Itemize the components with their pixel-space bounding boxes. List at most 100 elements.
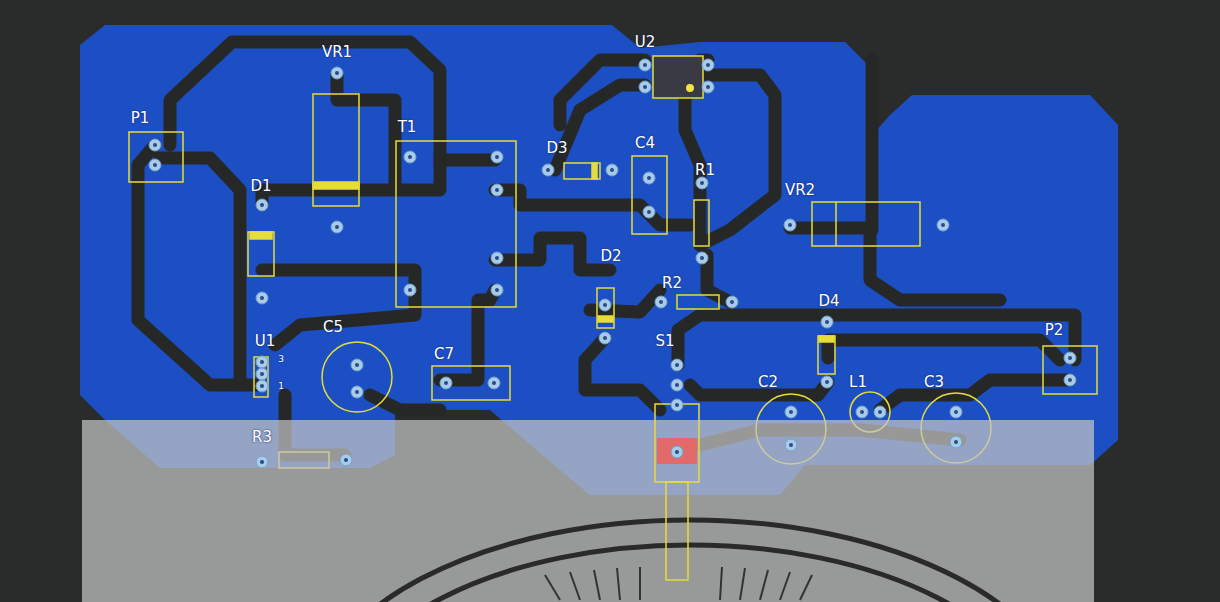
component-label: R1: [695, 163, 715, 178]
component-label: D2: [600, 249, 621, 264]
pad-hole: [495, 188, 499, 192]
pad: [404, 284, 416, 296]
pad-hole: [408, 155, 412, 159]
pad: [331, 67, 343, 79]
pad: [702, 59, 714, 71]
pad-hole: [675, 450, 679, 454]
pad: [702, 81, 714, 93]
pad-hole: [1068, 356, 1072, 360]
component-label: C7: [434, 347, 454, 362]
pad-hole: [647, 176, 651, 180]
pad-hole: [260, 360, 264, 364]
pad-hole: [954, 410, 958, 414]
pad-hole: [260, 372, 264, 376]
component-label: R3: [252, 430, 272, 445]
pad-hole: [643, 85, 647, 89]
pad: [696, 177, 708, 189]
pad-hole: [610, 168, 614, 172]
pad: [671, 379, 683, 391]
component-label: C2: [758, 375, 778, 390]
pad: [542, 164, 554, 176]
pad-hole: [730, 300, 734, 304]
pad: [643, 206, 655, 218]
pad: [1064, 352, 1076, 364]
component-label: P2: [1045, 323, 1064, 338]
pad-hole: [788, 223, 792, 227]
ic-package: [653, 56, 703, 98]
pad: [874, 406, 886, 418]
pad: [331, 221, 343, 233]
pad-hole: [335, 225, 339, 229]
pad-hole: [260, 203, 264, 207]
component-label: D1: [250, 179, 271, 194]
pad: [606, 164, 618, 176]
pad: [599, 299, 611, 311]
pad-hole: [825, 380, 829, 384]
component-label: D4: [818, 294, 839, 309]
component-label: 1: [278, 382, 284, 391]
pad-hole: [355, 390, 359, 394]
pad-hole: [153, 143, 157, 147]
background-emblem: [310, 520, 1070, 602]
pad: [351, 359, 363, 371]
pad-hole: [706, 63, 710, 67]
pad-hole: [355, 363, 359, 367]
pad-hole: [444, 381, 448, 385]
pad: [671, 446, 683, 458]
pad: [696, 252, 708, 264]
pad: [256, 368, 268, 380]
switch-lever: [666, 482, 688, 580]
pad-hole: [335, 71, 339, 75]
pad: [821, 376, 833, 388]
pad: [149, 159, 161, 171]
component-label: L1: [849, 375, 867, 390]
pad-hole: [860, 410, 864, 414]
pad: [491, 252, 503, 264]
pad-hole: [675, 383, 679, 387]
pad: [491, 151, 503, 163]
pad: [856, 406, 868, 418]
pad-hole: [260, 460, 264, 464]
pad-hole: [675, 363, 679, 367]
pad-hole: [603, 303, 607, 307]
pad: [784, 219, 796, 231]
pad: [491, 184, 503, 196]
pad-hole: [603, 336, 607, 340]
pad: [256, 356, 268, 368]
component-label: C5: [323, 320, 343, 335]
pad: [256, 456, 268, 468]
pad-hole: [706, 85, 710, 89]
silkscreen: [129, 94, 1097, 468]
pad: [256, 292, 268, 304]
pad: [404, 151, 416, 163]
pad: [785, 406, 797, 418]
pad: [655, 296, 667, 308]
pad: [1064, 374, 1076, 386]
pad-hole: [344, 458, 348, 462]
pad-hole: [492, 381, 496, 385]
pad: [785, 439, 797, 451]
overlay-panel: [82, 420, 1094, 602]
pad: [643, 172, 655, 184]
pad-hole: [153, 163, 157, 167]
component-label: U2: [635, 35, 656, 50]
component-label: U1: [255, 334, 276, 349]
pad-hole: [675, 403, 679, 407]
pad-hole: [700, 181, 704, 185]
pad-hole: [495, 288, 499, 292]
pad: [256, 199, 268, 211]
pad: [671, 399, 683, 411]
pad-hole: [260, 296, 264, 300]
component-label: C4: [635, 136, 655, 151]
pad: [149, 139, 161, 151]
pad-hole: [260, 384, 264, 388]
pad-hole: [659, 300, 663, 304]
pad: [950, 436, 962, 448]
pad: [726, 296, 738, 308]
pad-hole: [495, 155, 499, 159]
pad: [599, 332, 611, 344]
component-label: 3: [278, 355, 284, 364]
pad: [937, 219, 949, 231]
pad: [639, 59, 651, 71]
